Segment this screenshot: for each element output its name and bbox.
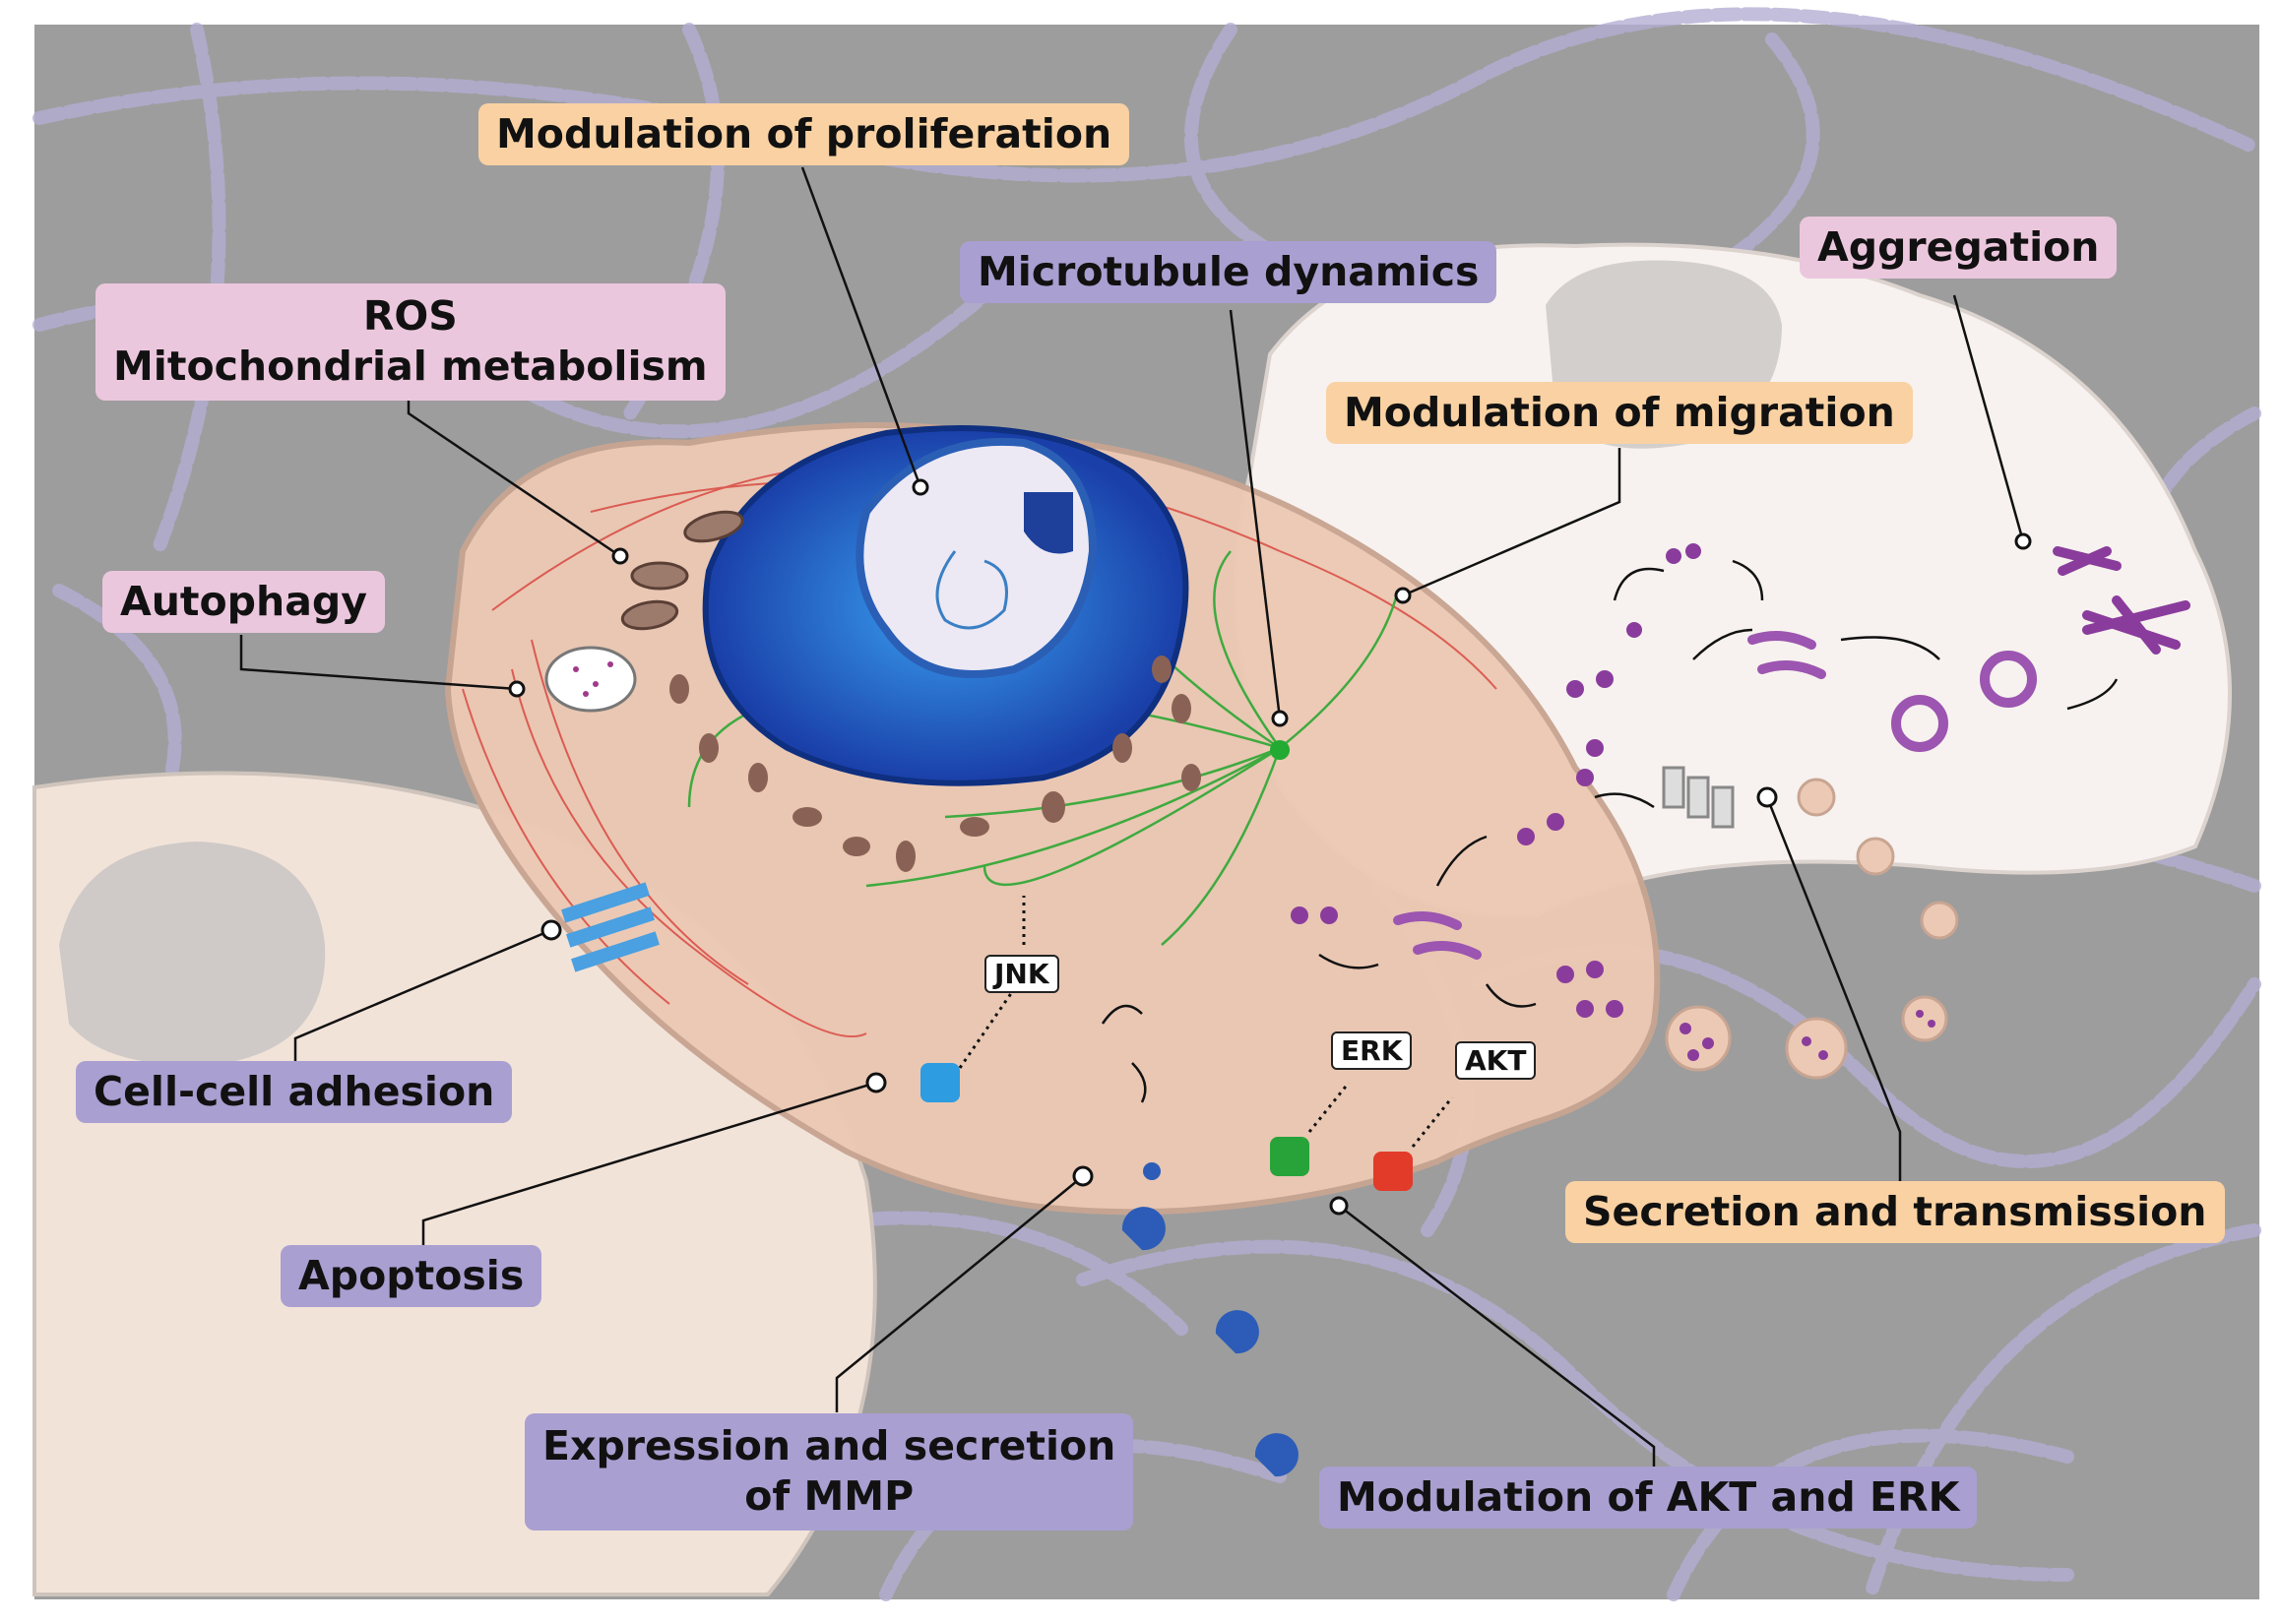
nucleolus-cutaway bbox=[1024, 492, 1073, 554]
label-aggregation: Aggregation bbox=[1800, 217, 2118, 280]
protein-fibrils bbox=[2053, 546, 2190, 655]
label-apoptosis: Apoptosis bbox=[281, 1245, 542, 1308]
label-ros-mitochondrial-metabolism: ROS Mitochondrial metabolism bbox=[95, 283, 726, 401]
signal-dotted-arrows bbox=[958, 896, 1454, 1148]
process-arrows bbox=[1101, 559, 2119, 1103]
protein-rings bbox=[1891, 651, 2037, 752]
death-receptor bbox=[920, 1063, 960, 1102]
adherens-junction bbox=[561, 882, 660, 972]
chromatin bbox=[935, 550, 1008, 630]
label-mmp-line2: of MMP bbox=[744, 1472, 915, 1521]
mitochondria bbox=[620, 510, 744, 631]
erk-receptor bbox=[1270, 1137, 1309, 1176]
organelle-dots bbox=[669, 656, 1201, 872]
label-mmp-line1: Expression and secretion bbox=[542, 1422, 1116, 1469]
exosomes bbox=[1665, 778, 1959, 1080]
exosome-cargo bbox=[1680, 1010, 1935, 1061]
label-modulation-of-proliferation: Modulation of proliferation bbox=[478, 103, 1130, 166]
label-cell-cell-adhesion: Cell-cell adhesion bbox=[76, 1061, 513, 1124]
label-microtubule-dynamics: Microtubule dynamics bbox=[960, 241, 1497, 304]
nucleus-cutaway bbox=[856, 437, 1098, 678]
left-cell-nucleus bbox=[59, 842, 326, 1065]
label-expression-secretion-mmp: Expression and secretion of MMP bbox=[525, 1413, 1134, 1530]
label-ros-line2: Mitochondrial metabolism bbox=[113, 343, 708, 391]
label-autophagy: Autophagy bbox=[102, 571, 385, 634]
mmp-molecules bbox=[1121, 1162, 1299, 1477]
label-modulation-of-akt-erk: Modulation of AKT and ERK bbox=[1319, 1467, 1978, 1530]
tag-erk: ERK bbox=[1331, 1031, 1413, 1070]
protein-oligomers bbox=[1393, 631, 1826, 960]
transmission-channels bbox=[1662, 766, 1735, 829]
label-ros-line1: ROS bbox=[362, 292, 458, 340]
autophagosome bbox=[544, 646, 637, 713]
akt-receptor bbox=[1373, 1152, 1413, 1191]
label-secretion-and-transmission: Secretion and transmission bbox=[1565, 1181, 2225, 1244]
tag-akt: AKT bbox=[1455, 1041, 1537, 1080]
centrosome bbox=[1270, 740, 1290, 760]
tag-jnk: JNK bbox=[984, 955, 1059, 993]
label-modulation-of-migration: Modulation of migration bbox=[1326, 382, 1913, 445]
leader-anchors bbox=[508, 478, 2032, 1216]
autophagosome-content bbox=[573, 661, 613, 697]
protein-monomers bbox=[1291, 543, 1701, 1018]
